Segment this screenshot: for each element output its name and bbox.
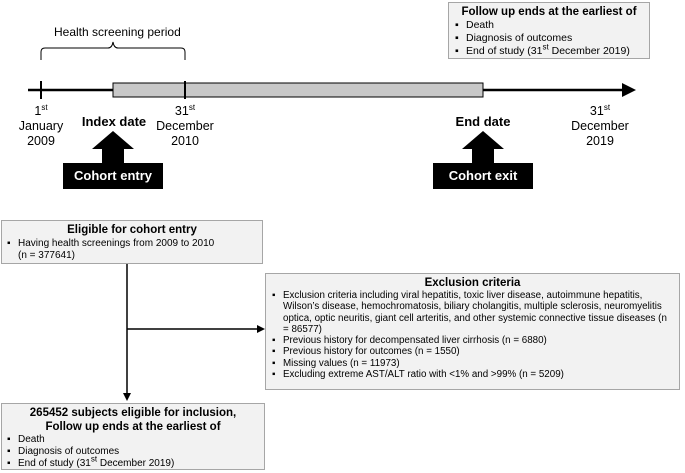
eligible-title: Eligible for cohort entry bbox=[67, 224, 197, 236]
exclusion-item: Previous history for decompensated liver… bbox=[272, 335, 673, 347]
eligible-list: Having health screenings from 2009 to 20… bbox=[7, 238, 257, 262]
follow-up-item: End of study (31st December 2019) bbox=[455, 43, 643, 58]
final-cohort-list: Death Diagnosis of outcomes End of study… bbox=[7, 434, 259, 470]
flow-right-arrowhead bbox=[257, 325, 265, 333]
exclusion-box: Exclusion criteria Exclusion criteria in… bbox=[265, 273, 680, 390]
exclusion-item: Exclusion criteria including viral hepat… bbox=[272, 290, 673, 335]
follow-up-title: Follow up ends at the earliest of bbox=[461, 6, 637, 18]
eligible-item: Having health screenings from 2009 to 20… bbox=[7, 238, 257, 262]
final-cohort-title: 265452 subjects eligible for inclusion, … bbox=[29, 407, 237, 433]
cohort-exit-arrow bbox=[462, 131, 504, 163]
final-cohort-box: 265452 subjects eligible for inclusion, … bbox=[1, 403, 265, 470]
final-item: Diagnosis of outcomes bbox=[7, 446, 259, 458]
cohort-exit-label: Cohort exit bbox=[433, 163, 533, 189]
follow-up-list: Death Diagnosis of outcomes End of study… bbox=[455, 19, 643, 58]
screening-end-date-label: 31st December 2010 bbox=[156, 102, 214, 148]
final-item: Death bbox=[7, 434, 259, 446]
flow-down-arrowhead bbox=[123, 393, 131, 401]
screening-period-brace bbox=[40, 41, 186, 60]
timeline-graphic bbox=[28, 41, 636, 163]
exclusion-item: Previous history for outcomes (n = 1550) bbox=[272, 346, 673, 358]
follow-up-criteria-box: Follow up ends at the earliest of Death … bbox=[448, 2, 650, 59]
exclusion-list: Exclusion criteria including viral hepat… bbox=[272, 290, 673, 381]
exclusion-item: Missing values (n = 11973) bbox=[272, 358, 673, 370]
study-end-date-label: 31st December 2019 bbox=[571, 102, 629, 148]
start-date-label: 1st January 2009 bbox=[18, 102, 64, 148]
follow-up-item: Death bbox=[455, 19, 643, 32]
end-date-label: End date bbox=[455, 114, 511, 129]
cohort-entry-label: Cohort entry bbox=[63, 163, 163, 189]
final-item: End of study (31st December 2019) bbox=[7, 455, 259, 470]
timeline-arrowhead bbox=[622, 83, 636, 97]
follow-up-item: Diagnosis of outcomes bbox=[455, 32, 643, 45]
cohort-entry-arrow bbox=[92, 131, 134, 163]
exclusion-title: Exclusion criteria bbox=[424, 277, 521, 289]
eligible-box: Eligible for cohort entry Having health … bbox=[1, 220, 263, 264]
follow-up-bar bbox=[112, 82, 484, 98]
screening-period-label: Health screening period bbox=[54, 25, 181, 39]
exclusion-item: Excluding extreme AST/ALT ratio with <1%… bbox=[272, 369, 673, 381]
index-date-label: Index date bbox=[81, 114, 147, 129]
